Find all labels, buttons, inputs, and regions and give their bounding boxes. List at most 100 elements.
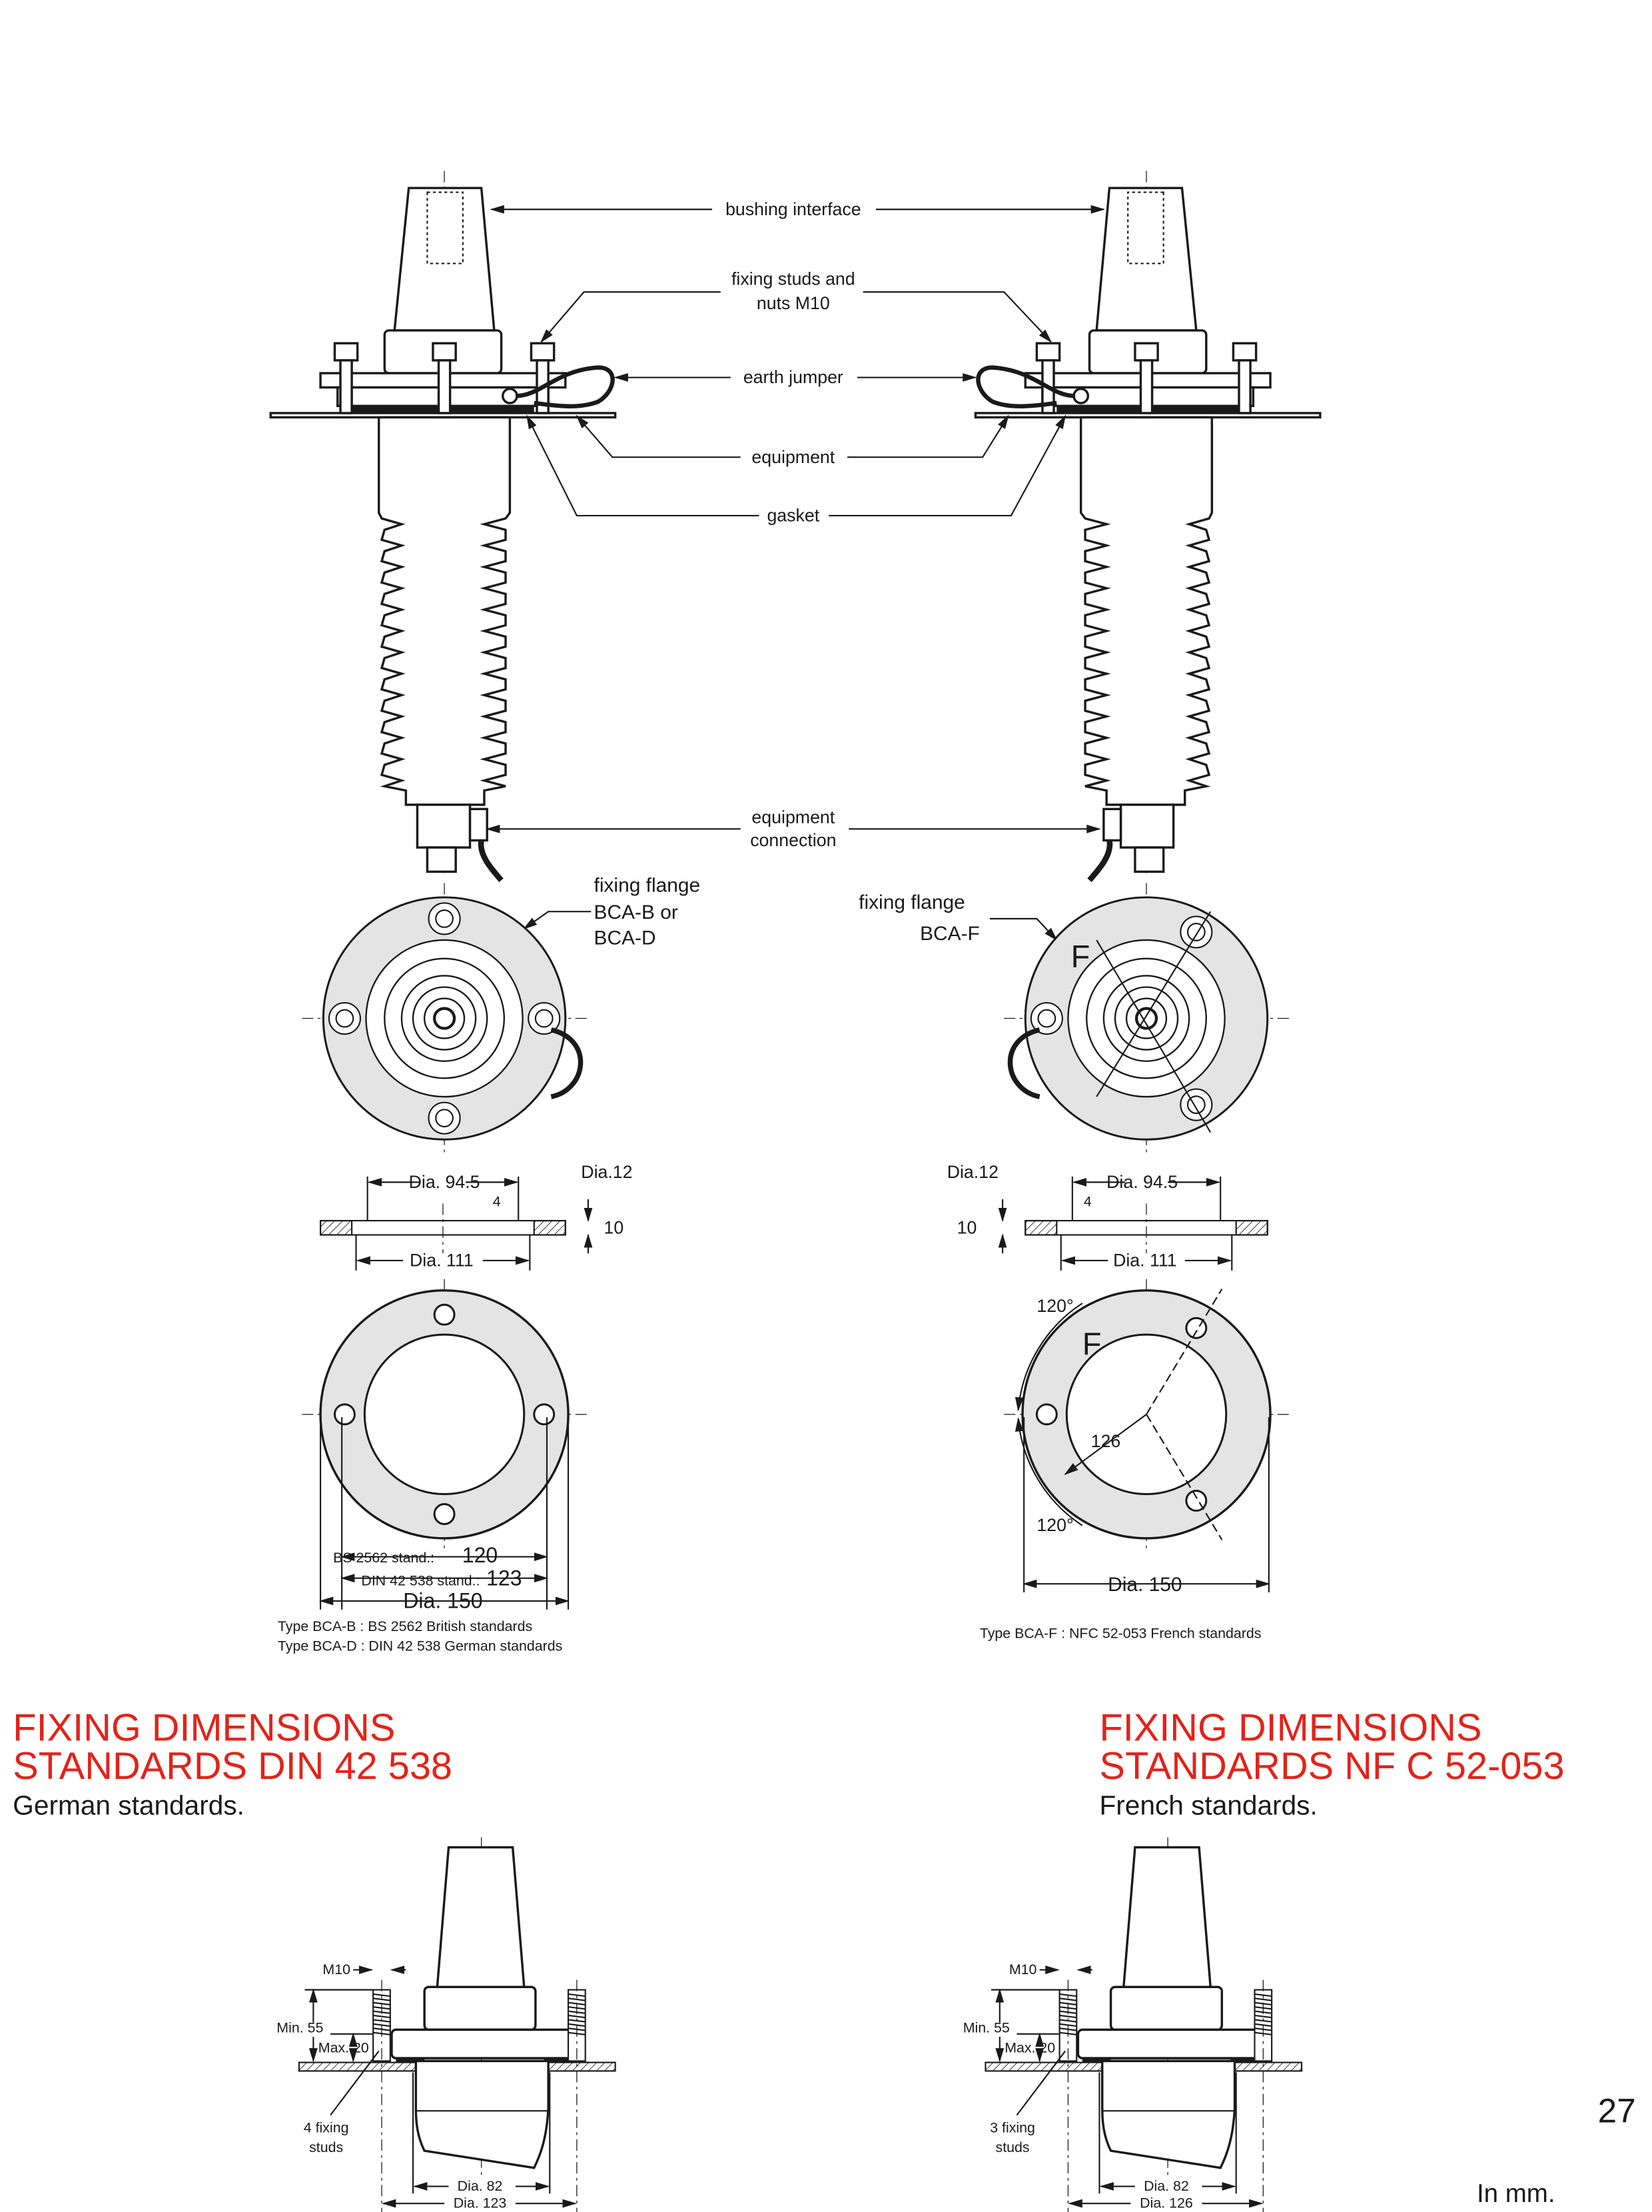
stud-thread — [1059, 2014, 1077, 2019]
heading-din-line1: FIXING DIMENSIONS — [13, 1706, 395, 1749]
dim-126: 126 — [1091, 1431, 1121, 1451]
heading-nfc-line1: FIXING DIMENSIONS — [1099, 1706, 1481, 1749]
angle-120-bottom: 120° — [1036, 1515, 1073, 1535]
bs-label: BS 2562 stand.: — [333, 1550, 434, 1566]
label-gasket: gasket — [767, 505, 819, 525]
label-equipment-connection: equipment — [751, 808, 835, 828]
thread-insert — [1127, 191, 1164, 265]
flange-ring — [1114, 986, 1179, 1051]
stud-thread — [568, 1993, 586, 1997]
dim-dia-150-right: Dia. 150 — [1108, 1574, 1182, 1596]
dim-dia-12-right: Dia.12 — [947, 1162, 999, 1182]
nut-icon — [1186, 1095, 1206, 1115]
dim-dia-82: Dia. 82 — [1144, 2178, 1189, 2194]
dim-4-left: 4 — [493, 1194, 501, 1210]
insulator-sheds — [378, 416, 512, 806]
bolt-hole — [533, 1403, 556, 1426]
mounting-drawing-din — [298, 1837, 616, 2212]
nut-icon — [435, 909, 454, 928]
dim-m10: M10 — [322, 1961, 350, 1977]
mounting-labels-din: M10 Min. 55 Max. 20 4 fixing studs Dia. … — [276, 1961, 506, 2211]
angle-120-top: 120° — [1036, 1296, 1073, 1316]
dim-dia-12-left: Dia.12 — [581, 1162, 632, 1182]
bolt-hole — [428, 1101, 461, 1135]
subtitle-german: German standards. — [13, 1790, 244, 1821]
bushing-body — [414, 2059, 550, 2169]
stud-thread — [373, 1997, 390, 2001]
stud-thread — [1059, 1993, 1077, 1997]
label-equipment: equipment — [751, 447, 835, 467]
flange-right-title: fixing flange — [859, 891, 965, 913]
bolt-hole — [1180, 1088, 1213, 1121]
nut-icon — [1037, 1009, 1056, 1028]
bolt-hole — [433, 1303, 456, 1326]
dim-10-left: 10 — [604, 1217, 624, 1237]
label-studs: studs — [309, 2139, 343, 2155]
stud-thread — [1254, 2014, 1272, 2019]
gasket-plan-left — [302, 1279, 587, 1610]
stud-thread — [568, 2014, 586, 2019]
bushing-cone — [1095, 187, 1198, 332]
dim-dia-126: Dia. 126 — [1140, 2195, 1193, 2211]
units-note: In mm. — [1477, 2179, 1555, 2208]
stud-thread — [1254, 2023, 1272, 2027]
section-hatch — [533, 1220, 566, 1236]
flange-left-title-3: BCA-D — [594, 927, 656, 949]
bolt-hole — [333, 1403, 356, 1426]
stud-thread — [1254, 1993, 1272, 1997]
dim-min-55: Min. 55 — [963, 2020, 1010, 2036]
section-hatch — [1025, 1220, 1058, 1236]
stud — [1238, 359, 1252, 414]
flange-ring — [1125, 997, 1168, 1039]
bushing-cone — [1122, 1846, 1212, 1988]
din-label: DIN 42 538 stand.: — [361, 1572, 480, 1588]
gasket — [1230, 2058, 1259, 2063]
flange-section-right — [998, 1176, 1268, 1271]
dim-dia-94-5-left: Dia. 94.5 — [409, 1172, 480, 1192]
heading-din-line2: STANDARDS DIN 42 538 — [13, 1745, 452, 1788]
cable-lug — [1102, 808, 1122, 842]
connection-cable — [478, 839, 504, 882]
flange-ring — [384, 957, 506, 1079]
connection-stud — [1134, 846, 1165, 873]
radial-line — [1146, 1414, 1223, 1540]
dim-dia-111-right: Dia. 111 — [1113, 1251, 1177, 1271]
label-bushing-interface: bushing interface — [725, 199, 861, 219]
radial-line — [1096, 911, 1212, 1097]
dim-4-right: 4 — [1084, 1194, 1092, 1210]
dim-max-20: Max. 20 — [1005, 2040, 1055, 2056]
page-number: 27 — [1598, 2091, 1636, 2129]
flange-plan-right — [1004, 883, 1289, 1154]
nut — [432, 342, 457, 362]
earth-lug — [502, 387, 518, 404]
earth-jumper-cable — [976, 365, 1076, 408]
stud-thread — [1059, 1997, 1077, 2001]
nut-icon — [1186, 923, 1206, 941]
nut-icon — [435, 1109, 454, 1128]
leader-lines — [486, 205, 1106, 941]
connection-nut — [416, 804, 472, 849]
connection-cable — [1087, 839, 1113, 882]
flange-ring — [412, 986, 477, 1051]
dim-dia-82: Dia. 82 — [458, 2178, 503, 2194]
mounting-labels-nfc: M10 Min. 55 Max. 20 3 fixing studs Dia. … — [963, 1961, 1193, 2211]
flange-section-left — [320, 1176, 593, 1271]
flange-ring — [423, 997, 466, 1039]
gasket — [544, 2058, 573, 2063]
nut — [530, 342, 556, 362]
collar — [1109, 1985, 1224, 2031]
bushing-cone — [393, 187, 496, 332]
leader — [330, 2050, 380, 2116]
heading-nfc-line2: STANDARDS NF C 52-053 — [1099, 1745, 1564, 1788]
gasket — [1082, 2058, 1111, 2063]
center-bore — [432, 1007, 456, 1030]
dim-min-55: Min. 55 — [276, 2020, 323, 2036]
flange — [1076, 2028, 1265, 2059]
stud — [339, 359, 353, 414]
dim-10-right: 10 — [957, 1217, 977, 1237]
flange-ring — [1102, 975, 1190, 1062]
label-earth-jumper: earth jumper — [743, 367, 843, 387]
radial-line — [1096, 939, 1212, 1133]
collar — [423, 1985, 537, 2031]
